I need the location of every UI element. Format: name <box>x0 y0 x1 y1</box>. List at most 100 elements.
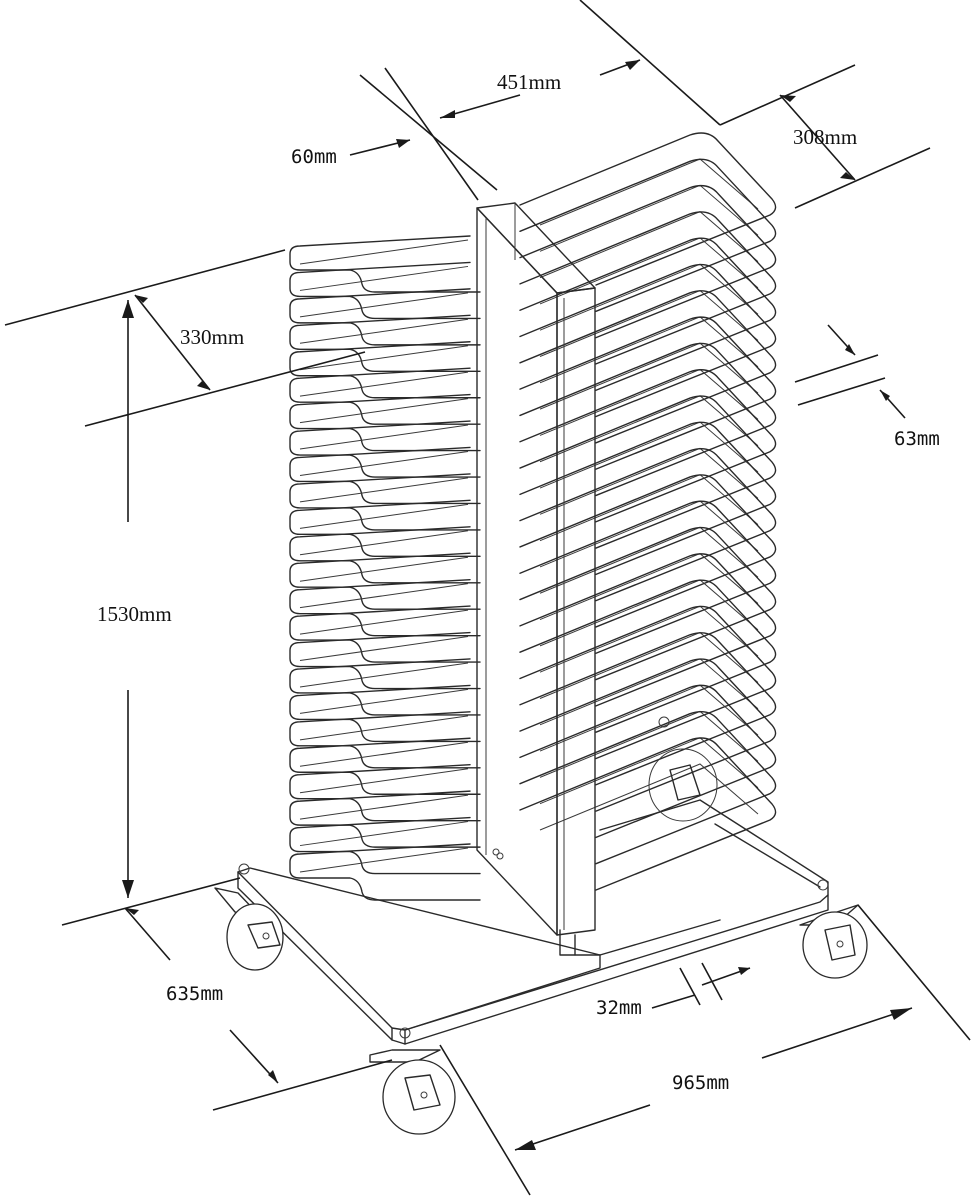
left-tray-inner-wire <box>299 450 469 476</box>
dim-451-label: 451mm <box>497 70 561 94</box>
left-tray <box>289 790 481 848</box>
right-tray <box>519 132 777 286</box>
left-tray <box>289 499 481 558</box>
caster-back-right <box>802 911 868 979</box>
left-tray <box>289 658 481 716</box>
right-tray-inner-wire <box>539 447 759 515</box>
left-tray-inner-wire <box>299 503 469 529</box>
dimension-lines <box>4 0 971 1196</box>
right-tray <box>519 632 777 786</box>
right-tray-inner-wire <box>539 263 759 331</box>
right-tray-inner-wire <box>539 684 759 752</box>
right-tray <box>519 553 777 707</box>
right-tray <box>519 579 777 733</box>
right-tray <box>519 158 777 313</box>
left-tray-inner-wire <box>299 768 469 794</box>
right-tray-inner-wire <box>539 605 759 673</box>
left-tray <box>289 473 481 531</box>
dim-330-label: 330mm <box>180 325 244 349</box>
left-tray-inner-wire <box>299 794 469 820</box>
left-tray-inner-wire <box>299 398 469 424</box>
right-tray <box>519 237 777 391</box>
dim-965-label: 965mm <box>672 1072 729 1094</box>
left-tray <box>289 420 481 478</box>
right-tray <box>519 474 777 628</box>
left-tray <box>289 737 481 795</box>
right-tray-inner-wire <box>539 552 759 621</box>
right-tray-inner-wire <box>539 211 759 279</box>
right-tray-inner-wire <box>539 631 759 699</box>
right-tray-inner-wire <box>539 342 759 410</box>
left-tray-inner-wire <box>299 530 469 556</box>
right-tray <box>519 526 777 681</box>
right-tray-inner-wire <box>539 237 759 305</box>
left-tray-inner-wire <box>299 583 469 609</box>
left-tray <box>289 631 481 690</box>
right-tray-inner-wire <box>539 368 759 436</box>
right-tray-inner-wire <box>539 737 759 805</box>
left-tray <box>289 446 481 505</box>
caster-back-left <box>648 748 718 822</box>
right-tray <box>519 658 777 812</box>
right-tray-stack <box>519 132 777 891</box>
caster-wheels <box>226 748 868 1135</box>
caster-front-left <box>226 903 284 971</box>
left-tray <box>289 843 481 901</box>
right-tray <box>519 684 777 839</box>
right-tray-inner-wire <box>539 579 759 647</box>
right-tray-inner-wire <box>539 500 759 568</box>
left-tray <box>289 341 481 399</box>
right-tray <box>519 263 777 418</box>
right-tray <box>519 184 777 339</box>
right-tray <box>519 605 777 760</box>
left-tray <box>289 526 481 584</box>
dim-635-label: 635mm <box>166 983 223 1005</box>
left-tray <box>289 711 481 769</box>
left-tray-inner-wire <box>299 636 469 662</box>
caster-front-right <box>382 1059 456 1135</box>
left-tray <box>289 578 481 637</box>
right-tray <box>519 500 777 654</box>
dimension-labels: 451mm 60mm 308mm 330mm 63mm 1530mm 635mm… <box>97 70 940 1094</box>
right-tray-inner-wire <box>539 289 759 357</box>
left-tray-inner-wire <box>299 688 469 714</box>
base-frame <box>214 716 859 1063</box>
dim-32-label: 32mm <box>596 997 642 1019</box>
left-tray-stack <box>289 235 481 901</box>
right-tray-inner-wire <box>539 658 759 726</box>
left-tray <box>289 235 481 293</box>
left-tray <box>289 684 481 743</box>
left-tray <box>289 261 481 320</box>
right-tray <box>519 369 777 523</box>
right-tray <box>519 737 777 891</box>
left-tray-inner-wire <box>299 265 469 291</box>
right-tray <box>519 211 777 365</box>
left-tray <box>289 605 481 663</box>
dim-308-label: 308mm <box>793 125 857 149</box>
dim-1530-label: 1530mm <box>97 602 172 626</box>
left-tray-inner-wire <box>299 662 469 688</box>
left-tray <box>289 288 481 346</box>
left-tray-inner-wire <box>299 821 469 847</box>
left-tray <box>289 816 481 875</box>
left-tray-inner-wire <box>299 318 469 344</box>
right-tray <box>519 421 777 576</box>
right-tray-inner-wire <box>539 158 759 226</box>
right-tray-inner-wire <box>539 763 759 831</box>
left-tray <box>289 552 481 610</box>
left-tray <box>289 314 481 373</box>
left-tray-inner-wire <box>299 741 469 767</box>
right-tray <box>519 342 777 497</box>
left-tray-inner-wire <box>299 609 469 635</box>
left-tray-inner-wire <box>299 477 469 503</box>
left-tray-inner-wire <box>299 292 469 318</box>
left-tray <box>289 367 481 425</box>
left-tray-inner-wire <box>299 424 469 450</box>
left-tray-inner-wire <box>299 345 469 371</box>
right-tray-inner-wire <box>539 395 759 463</box>
left-tray-inner-wire <box>299 847 469 873</box>
right-tray <box>519 395 777 549</box>
right-tray <box>519 290 777 444</box>
left-tray-inner-wire <box>299 715 469 741</box>
